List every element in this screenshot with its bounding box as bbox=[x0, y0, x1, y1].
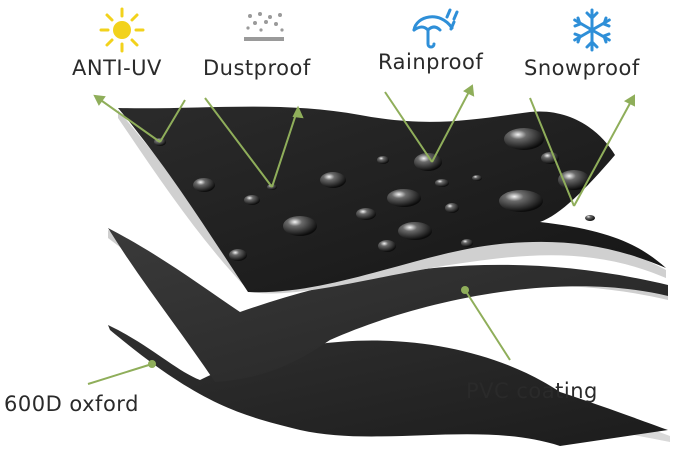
pvc-coating-label: PVC coating bbox=[466, 379, 598, 403]
snowflake-icon bbox=[573, 8, 611, 52]
dustproof-label: Dustproof bbox=[203, 56, 311, 80]
sun-icon bbox=[99, 7, 145, 53]
anti-uv-label: ANTI-UV bbox=[72, 56, 162, 80]
oxford-layer bbox=[108, 325, 670, 446]
rainproof-label: Rainproof bbox=[378, 50, 484, 74]
snowproof-label: Snowproof bbox=[524, 56, 640, 80]
leader-lines bbox=[87, 84, 635, 385]
dust-icon bbox=[244, 12, 284, 41]
waterproof-top-layer bbox=[118, 106, 666, 294]
pvc-layer bbox=[108, 228, 668, 382]
oxford-pointer-dot bbox=[148, 360, 156, 368]
oxford-label: 600D oxford bbox=[4, 392, 139, 416]
umbrella-rain-icon bbox=[412, 8, 459, 49]
pvc-pointer-dot bbox=[461, 286, 469, 294]
